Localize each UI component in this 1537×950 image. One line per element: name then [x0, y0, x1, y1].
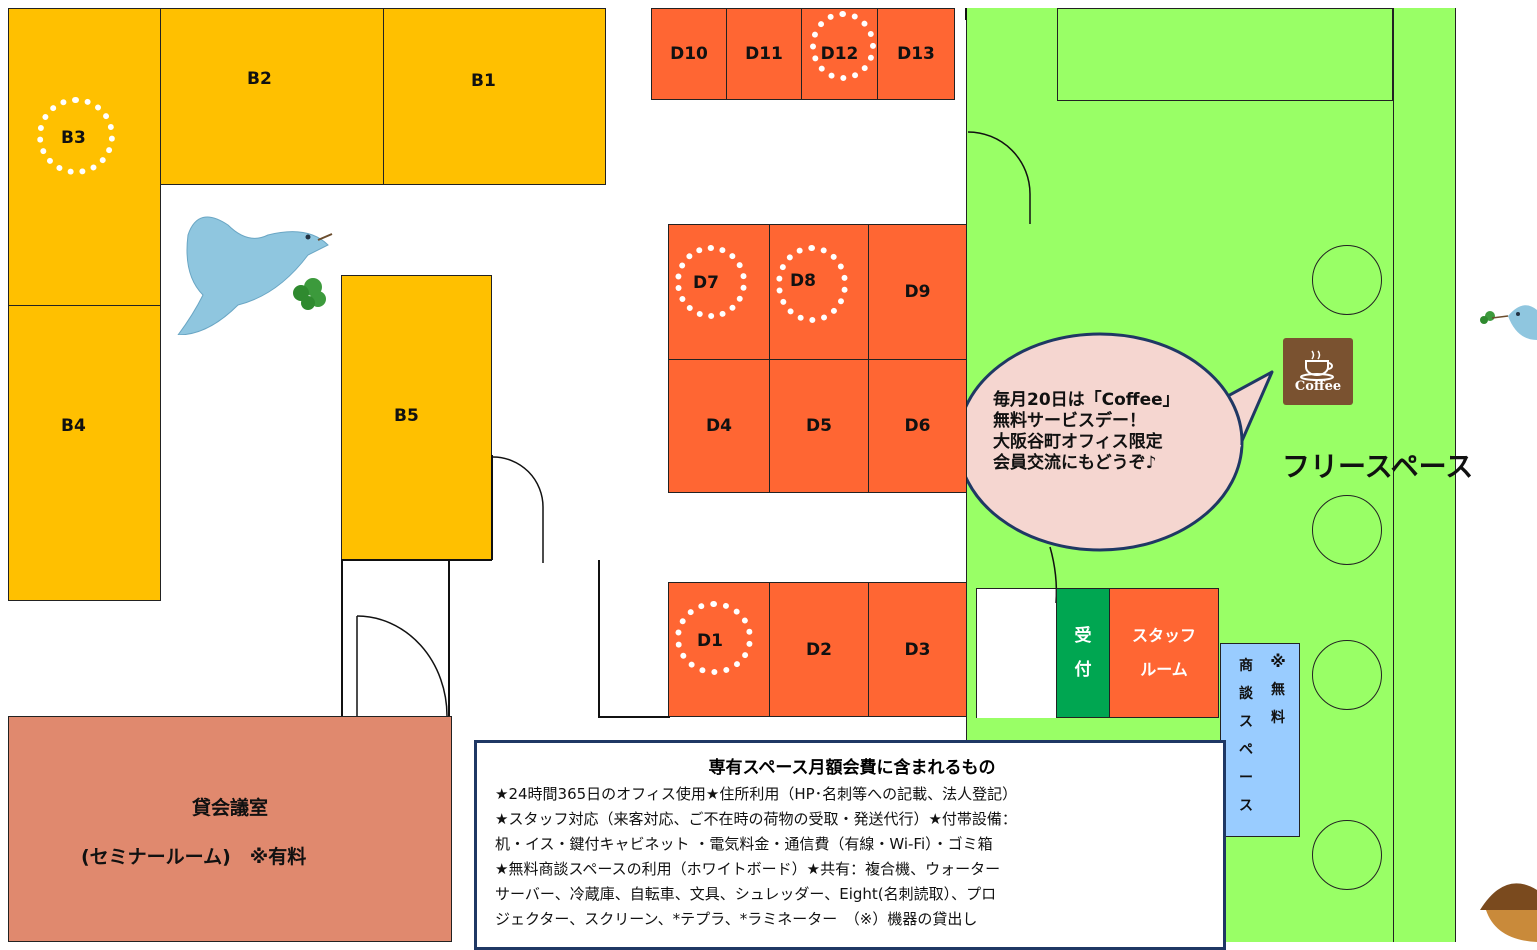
free-space-counter — [1057, 8, 1393, 101]
free-space-notch — [976, 588, 1056, 718]
wall-lower-horizontal — [598, 716, 670, 718]
meeting-space[interactable]: 商 談 ス ペ ー ス ※ 無 料 — [1220, 643, 1300, 837]
conference-room[interactable]: 貸会議室 (セミナールーム) ※有料 — [8, 716, 452, 942]
room-b2[interactable]: B2 — [160, 8, 384, 185]
wall-corridor-left — [341, 559, 343, 717]
room-d5[interactable]: D5 — [769, 359, 869, 493]
wall-lower-vertical — [598, 560, 600, 718]
wall-upper-vertical — [491, 455, 493, 560]
round-table-4 — [1312, 820, 1382, 890]
room-d8[interactable]: D8 — [769, 224, 869, 360]
round-table-2 — [1312, 495, 1382, 565]
room-d1-highlight-mark — [675, 601, 753, 675]
included-services-line: 机・イス・鍵付キャビネット ・電気料金・通信費（有線・Wi-Fi）・ゴミ箱 — [495, 835, 993, 853]
coffee-icon: Coffee — [1283, 338, 1353, 405]
bubble-line-3: 大阪谷町オフィス限定 — [993, 432, 1163, 452]
room-d9-label: D9 — [904, 282, 931, 302]
staff-room[interactable]: スタッフ ルーム — [1109, 588, 1219, 718]
room-d7[interactable]: D7 — [668, 224, 770, 360]
room-d11[interactable]: D11 — [726, 8, 802, 100]
meeting-char-6: ス — [1239, 798, 1253, 814]
included-services-line: ★24時間365日のオフィス使用★住所利用（HP･名刺等への記載、法人登記） — [495, 785, 1018, 803]
bubble-line-1: 毎月20日は「Coffee」 — [993, 390, 1180, 410]
room-b2-label: B2 — [247, 69, 272, 89]
included-services-title: 専有スペース月額会費に含まれるもの — [708, 758, 996, 778]
meeting-note-char-1: ※ — [1270, 652, 1286, 671]
meeting-space-label: 商 談 ス ペ ー ス — [1235, 652, 1257, 820]
conference-room-subtitle: (セミナールーム) ※有料 — [81, 846, 307, 868]
room-d10[interactable]: D10 — [651, 8, 727, 100]
included-services-box: 専有スペース月額会費に含まれるもの ★24時間365日のオフィス使用★住所利用（… — [474, 740, 1226, 950]
door-swing-3 — [967, 131, 1031, 224]
round-table-1 — [1312, 245, 1382, 315]
room-d6[interactable]: D6 — [868, 359, 967, 493]
room-d2-label: D2 — [806, 639, 832, 660]
room-d3-label: D3 — [904, 639, 931, 660]
room-d9[interactable]: D9 — [868, 224, 967, 360]
door-swing-1 — [492, 456, 544, 563]
acorn-icon — [1480, 883, 1537, 942]
included-services-line: サーバー、冷蔵庫、自転車、文具、シュレッダー、Eight(名刺読取）、プロ — [495, 885, 997, 903]
door-swing-2 — [356, 615, 448, 718]
room-d10-label: D10 — [670, 44, 708, 64]
room-d5-label: D5 — [806, 416, 832, 436]
room-d4-label: D4 — [706, 416, 732, 436]
meeting-space-note: ※ 無 料 — [1267, 648, 1289, 732]
meeting-char-4: ペ — [1239, 742, 1253, 758]
round-table-3 — [1312, 640, 1382, 710]
meeting-char-1: 商 — [1239, 658, 1253, 674]
free-space-label: フリースペース — [1282, 450, 1474, 483]
meeting-note-char-3: 料 — [1271, 710, 1285, 726]
room-b5-label: B5 — [394, 406, 419, 426]
room-d7-highlight-mark — [675, 245, 747, 319]
bubble-line-4: 会員交流にもどうぞ♪ — [993, 453, 1157, 473]
room-b3[interactable]: B3 — [8, 8, 161, 306]
bird-illustration-icon — [177, 216, 333, 335]
meeting-note-char-2: 無 — [1271, 682, 1285, 698]
room-b1-label: B1 — [471, 71, 496, 91]
room-d4[interactable]: D4 — [668, 359, 770, 493]
meeting-char-5: ー — [1239, 770, 1253, 786]
room-d8-highlight-mark — [776, 245, 848, 323]
staff-room-line-1: スタッフ — [1131, 626, 1196, 645]
conference-room-title: 貸会議室 — [191, 797, 268, 819]
room-b5[interactable]: B5 — [341, 275, 492, 560]
room-b4[interactable]: B4 — [8, 305, 161, 601]
reception-room[interactable]: 受 付 — [1056, 588, 1110, 718]
room-d6-label: D6 — [904, 416, 931, 436]
included-services-line: ジェクター、スクリーン、*テプラ、*ラミネーター （※）機器の貸出し — [495, 910, 978, 928]
room-d3[interactable]: D3 — [868, 582, 967, 717]
reception-char-1: 受 — [1074, 626, 1092, 646]
bubble-line-2: 無料サービスデー！ — [993, 411, 1146, 431]
room-d13-label: D13 — [897, 44, 935, 64]
room-d11-label: D11 — [745, 44, 783, 64]
room-d12[interactable]: D12 — [801, 8, 878, 100]
room-d1[interactable]: D1 — [668, 582, 770, 717]
included-services-line: ★スタッフ対応（来客対応、ご不在時の荷物の受取・発送代行）★付帯設備： — [495, 810, 1017, 828]
room-b4-label: B4 — [61, 416, 86, 436]
meeting-char-2: 談 — [1239, 686, 1253, 702]
reception-char-2: 付 — [1074, 660, 1092, 680]
speech-bubble-text: 毎月20日は「Coffee」 無料サービスデー！ 大阪谷町オフィス限定 会員交流… — [993, 390, 1253, 474]
room-b1[interactable]: B1 — [383, 8, 606, 185]
wall-top-right-tick — [965, 8, 967, 20]
room-d12-highlight-mark — [810, 11, 876, 81]
meeting-char-3: ス — [1239, 714, 1253, 730]
free-space-inner-column — [1393, 8, 1456, 942]
staff-room-line-2: ルーム — [1140, 660, 1188, 679]
coffee-label: Coffee — [1294, 379, 1342, 394]
wall-corridor-right — [448, 559, 450, 717]
speech-bubble-shape — [956, 332, 1274, 552]
included-services-line: ★無料商談スペースの利用（ホワイトボード）★共有：複合機、ウォーター — [495, 860, 1001, 878]
coffee-cup-icon — [1300, 350, 1334, 381]
room-b3-highlight-mark — [37, 97, 115, 175]
bird-small-icon — [1480, 305, 1537, 340]
room-d13[interactable]: D13 — [877, 8, 955, 100]
room-d2[interactable]: D2 — [769, 582, 869, 717]
wall-corridor-top — [341, 559, 492, 561]
